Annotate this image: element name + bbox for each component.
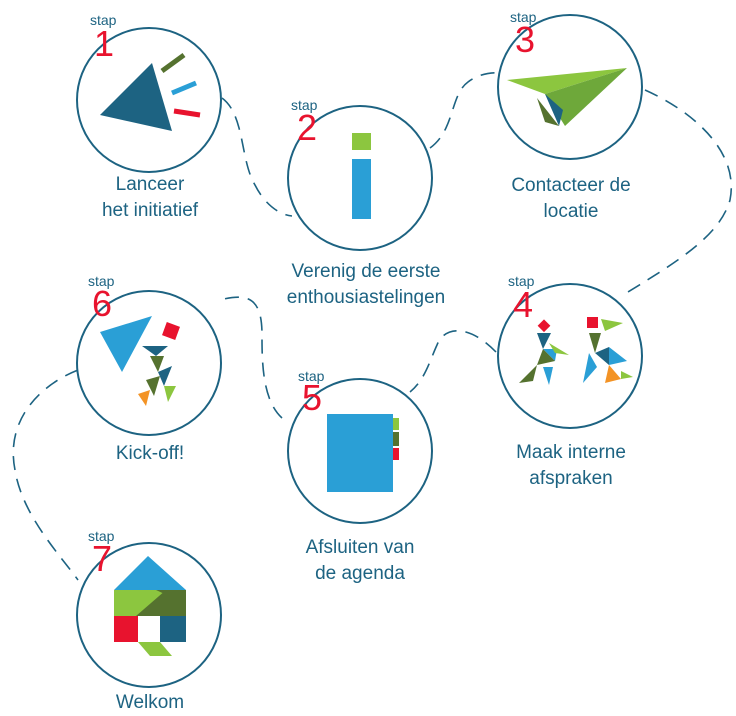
step-5-stap-label: stap [298,368,325,384]
step-5-label: Afsluiten van de agenda [250,535,470,587]
step-4-label-line1: Maak interne [516,442,626,463]
step-1-number: 1 [94,23,115,64]
house-icon [114,556,186,656]
step-2-number: 2 [297,107,318,148]
step-3-label: Contacteer de locatie [461,173,681,225]
kick-off-figure-icon [100,316,180,406]
step-2-label-line1: Verenig de eerste [291,261,441,282]
step-4-number: 4 [513,284,534,325]
step-1-label-line2: het initiatief [101,200,199,221]
step-3-label-line1: Contacteer de [511,175,631,196]
step-5-number: 5 [302,377,323,418]
step-6-stap-label: stap [88,273,115,289]
step-3-circle [497,14,643,160]
tangram-people-icon [519,317,633,385]
info-icon [352,133,371,219]
step-1-label: Lanceer het initiatief [40,172,260,224]
paper-plane-icon [507,68,627,126]
step-6-label: Kick-off! [40,441,260,467]
connector-2-3 [429,71,501,149]
agenda-book-icon [327,414,399,492]
step-5-label-line1: Afsluiten van [305,537,415,558]
step-3-number: 3 [515,19,536,60]
step-7-label: Welkom [40,690,260,716]
connector-3-4 [627,89,733,293]
step-2-label: Verenig de eerste enthousiastelingen [256,259,476,311]
step-4-label: Maak interne afspraken [461,440,681,492]
connector-4-5 [409,330,497,393]
step-1-stap-label: stap [90,12,117,28]
step-7-label-line1: Welkom [115,692,185,713]
step-5-label-line2: de agenda [315,563,405,584]
step-2-stap-label: stap [291,97,318,113]
connector-5-6 [219,296,283,419]
step-4-stap-label: stap [508,273,535,289]
megaphone-icon [100,52,201,131]
step-3-stap-label: stap [510,9,537,25]
step-2-label-line2: enthousiastelingen [286,287,446,308]
step-7-number: 7 [92,538,113,579]
step-7-stap-label: stap [88,528,115,544]
connector-6-7 [12,369,79,581]
step-6-circle [76,290,222,436]
step-6-label-line1: Kick-off! [115,443,185,464]
step-1-label-line1: Lanceer [115,174,185,195]
step-6-number: 6 [92,283,113,324]
step-4-label-line2: afspraken [529,468,613,489]
step-3-label-line2: locatie [543,201,599,222]
